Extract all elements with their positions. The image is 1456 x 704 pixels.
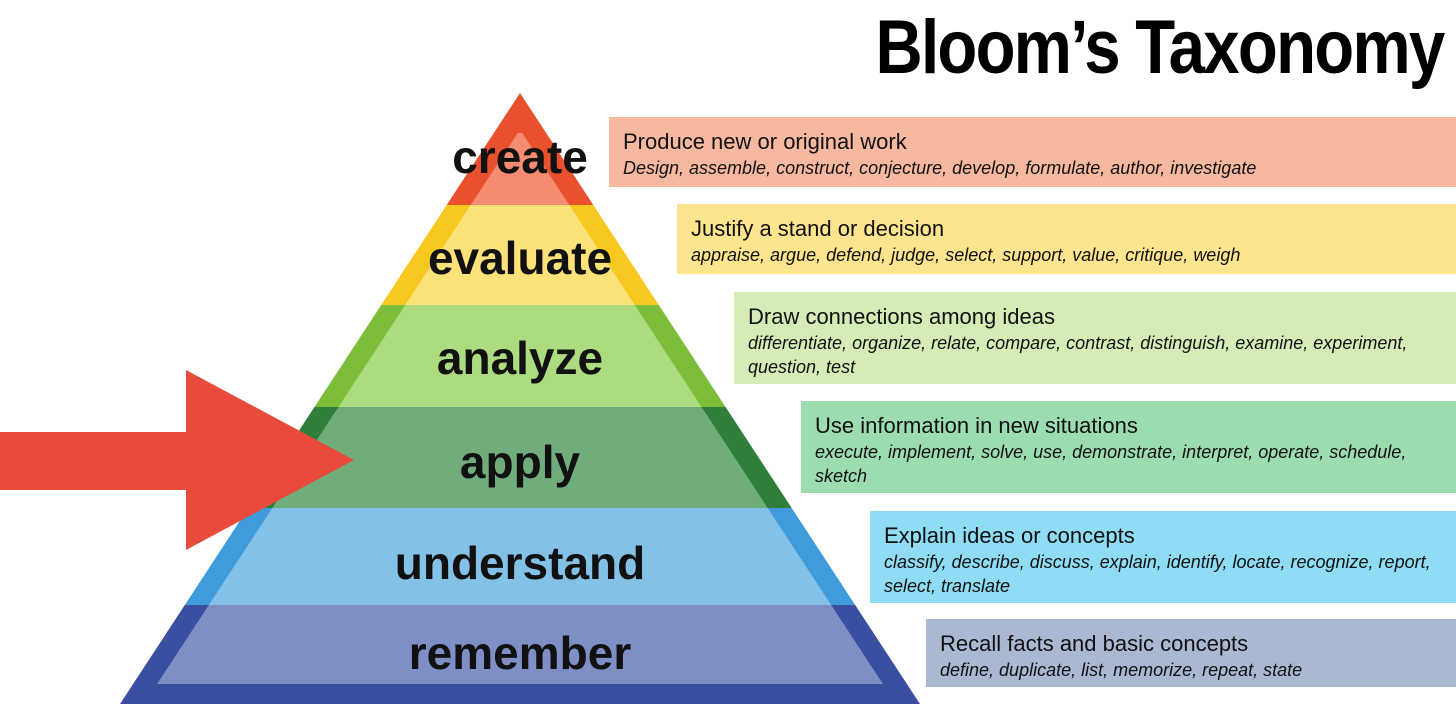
description-box-remember: Recall facts and basic concepts define, d… xyxy=(926,619,1456,687)
level-label-apply: apply xyxy=(459,436,581,488)
description-box-analyze: Draw connections among ideas differentiat… xyxy=(734,292,1456,384)
description-verbs: classify, describe, discuss, explain, id… xyxy=(884,552,1431,596)
level-label-understand: understand xyxy=(394,537,646,589)
description-verbs: define, duplicate, list, memorize, repea… xyxy=(940,660,1303,680)
description-verbs: Design, assemble, construct, conjecture,… xyxy=(623,158,1257,178)
pyramid-inner-bands xyxy=(157,133,883,684)
highlight-arrow-icon xyxy=(0,370,354,550)
pyramid-band-inner-apply xyxy=(272,407,768,508)
pyramid-band-inner-analyze xyxy=(338,305,702,407)
pyramid-band-inner-evaluate xyxy=(405,205,635,305)
description-heading: Produce new or original work xyxy=(623,129,907,154)
page-title: Bloom’s Taxonomy xyxy=(875,5,1446,90)
level-label-analyze: analyze xyxy=(436,332,604,384)
level-label-create: create xyxy=(452,131,588,183)
description-heading: Draw connections among ideas xyxy=(748,304,1055,329)
level-label-remember: remember xyxy=(408,627,632,679)
description-verbs: appraise, argue, defend, judge, select, … xyxy=(691,245,1241,265)
description-heading: Recall facts and basic concepts xyxy=(940,631,1249,656)
description-heading: Use information in new situations xyxy=(815,413,1138,438)
description-box-understand: Explain ideas or concepts classify, descr… xyxy=(870,511,1456,603)
description-verbs: execute, implement, solve, use, demonstr… xyxy=(815,442,1407,486)
level-label-evaluate: evaluate xyxy=(427,232,613,284)
pyramid-band-inner-remember xyxy=(157,605,883,684)
description-heading: Justify a stand or decision xyxy=(691,216,945,241)
pyramid-band-inner-create xyxy=(470,133,570,205)
pyramid-band-inner-understand xyxy=(208,508,832,605)
description-verbs: differentiate, organize, relate, compare… xyxy=(748,333,1408,377)
description-box-apply: Use information in new situations execute… xyxy=(801,401,1456,493)
description-heading: Explain ideas or concepts xyxy=(884,523,1135,548)
description-box-evaluate: Justify a stand or decision appraise, arg… xyxy=(677,204,1456,274)
